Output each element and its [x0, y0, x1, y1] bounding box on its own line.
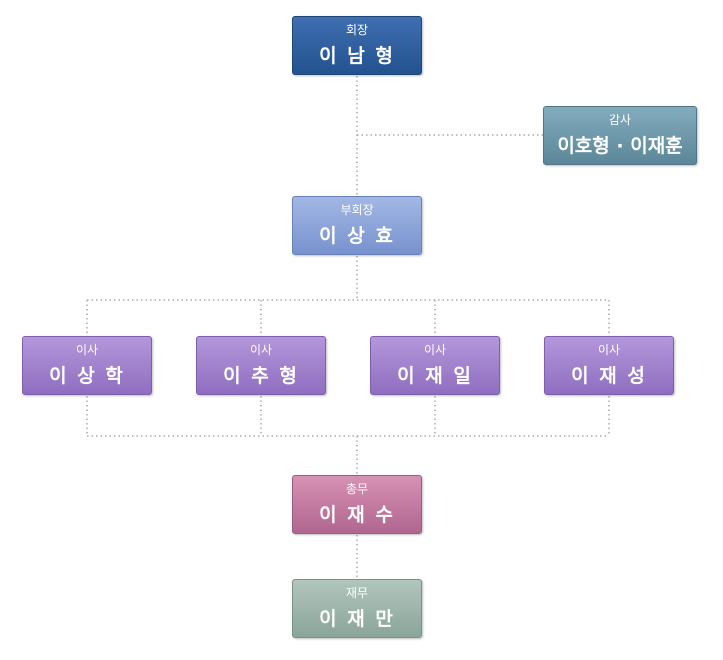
director-box-4: 이사 이 재 성 [544, 336, 674, 395]
chairman-name: 이 남 형 [319, 45, 395, 67]
director-role: 이사 [75, 343, 99, 357]
vice-chairman-box: 부회장 이 상 효 [292, 196, 422, 255]
general-affairs-name: 이 재 수 [319, 504, 395, 526]
vice-chairman-role: 부회장 [340, 203, 374, 217]
director-name: 이 상 학 [49, 365, 125, 387]
director-box-3: 이사 이 재 일 [370, 336, 500, 395]
auditor-box: 감사 이호형 · 이재훈 [543, 106, 697, 165]
finance-role: 재무 [345, 586, 369, 600]
director-role: 이사 [423, 343, 447, 357]
director-box-1: 이사 이 상 학 [22, 336, 152, 395]
director-role: 이사 [597, 343, 621, 357]
general-affairs-role: 총무 [345, 482, 369, 496]
chairman-box: 회장 이 남 형 [292, 16, 422, 75]
director-role: 이사 [249, 343, 273, 357]
general-affairs-box: 총무 이 재 수 [292, 475, 422, 534]
vice-chairman-name: 이 상 효 [319, 225, 395, 247]
auditor-role: 감사 [608, 113, 632, 127]
director-box-2: 이사 이 추 형 [196, 336, 326, 395]
director-name: 이 재 성 [571, 365, 647, 387]
director-name: 이 재 일 [397, 365, 473, 387]
auditor-name: 이호형 · 이재훈 [557, 135, 683, 157]
finance-box: 재무 이 재 만 [292, 579, 422, 638]
director-name: 이 추 형 [223, 365, 299, 387]
finance-name: 이 재 만 [319, 608, 395, 630]
chairman-role: 회장 [345, 23, 369, 37]
